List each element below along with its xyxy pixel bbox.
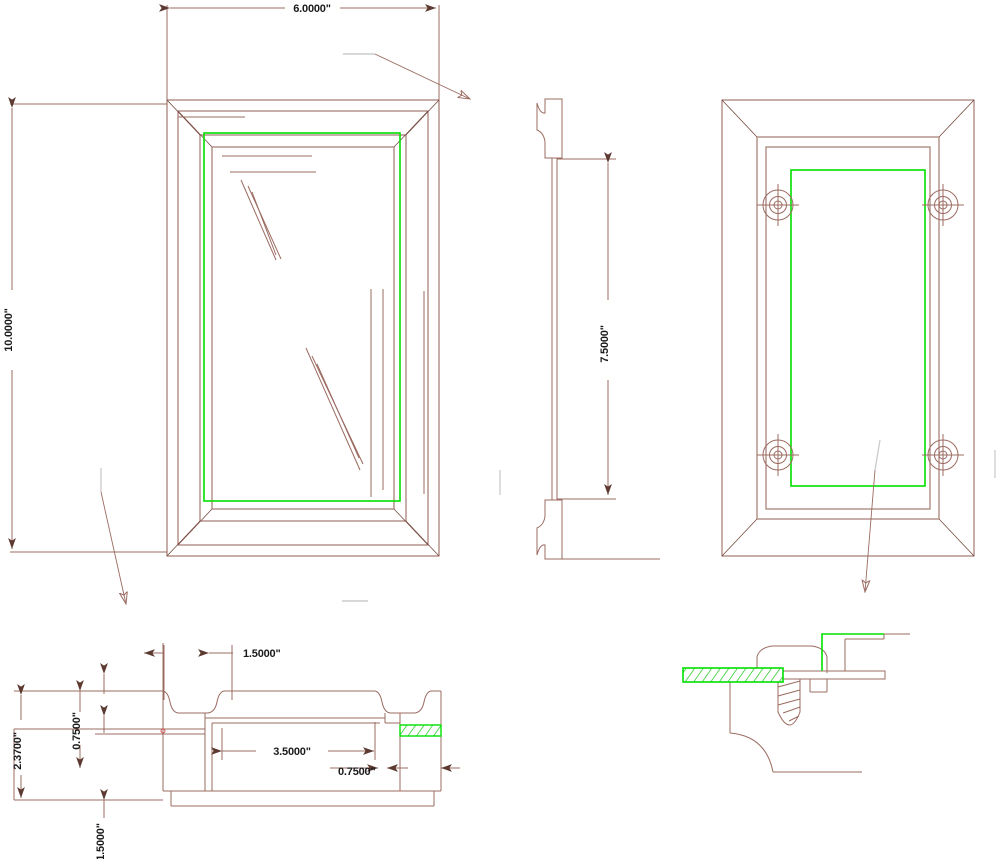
dim-section-inner-width: 3.5000" — [211, 722, 376, 760]
back-mitre-lines — [721, 99, 975, 557]
dim-front-height: 10.0000" — [3, 97, 16, 549]
dim-section-inner-width-label: 3.5000" — [273, 746, 310, 758]
front-bevel-accents — [178, 116, 425, 497]
dim-side-height-label: 7.5000" — [599, 325, 611, 362]
screw-crosshair-icon[interactable] — [756, 183, 800, 227]
back-glass-outline — [790, 169, 926, 487]
screw-detail-glass-edge — [821, 633, 884, 671]
dim-front-width: 6.0000" — [159, 3, 436, 15]
front-view: 6.0000" 10.0000" — [3, 3, 470, 604]
section-origin-marker — [160, 728, 166, 734]
dim-section-lip-width-label: 0.7500" — [338, 766, 375, 778]
dim-section-lip-width: 0.7500" — [330, 764, 460, 778]
front-glass-outline — [203, 132, 401, 502]
front-reflection-streaks — [240, 179, 364, 471]
dim-front-height-label: 10.0000" — [3, 308, 15, 351]
screw-detail-glass-hatch — [682, 667, 784, 683]
dim-section-base-height-label: 1.5000" — [95, 823, 107, 859]
dim-section-total-height: 2.3700" — [12, 684, 25, 798]
screw-detail-view — [682, 633, 910, 773]
screw-crosshair-icon[interactable] — [921, 433, 965, 477]
dim-section-base-height: 1.5000" — [95, 789, 108, 859]
section-profile-outline — [13, 643, 442, 807]
section-view: 1.5000" — [12, 643, 460, 859]
side-profile-outline — [536, 98, 563, 560]
front-bottom-left-leader[interactable] — [100, 468, 126, 604]
dim-side-height: 7.5000" — [599, 152, 612, 495]
dim-section-rabbet-height: 0.7500" — [71, 680, 84, 768]
front-extension-lines — [10, 5, 440, 553]
screw-crosshair-icon[interactable] — [921, 183, 965, 227]
back-fastener-group — [756, 183, 965, 477]
dim-section-rabbet-height-label: 0.7500" — [71, 712, 83, 749]
dim-section-total-height-label: 2.3700" — [12, 732, 24, 769]
back-view — [721, 99, 996, 592]
dim-section-top-offset-label: 1.5000" — [243, 648, 280, 660]
front-mitre-lines — [166, 99, 440, 557]
dim-front-width-label: 6.0000" — [293, 3, 330, 15]
screw-crosshair-icon[interactable] — [756, 433, 800, 477]
screw-detail-outline — [729, 633, 910, 773]
section-glass-hatch — [399, 724, 442, 737]
front-top-leader[interactable] — [343, 53, 470, 99]
front-frame-outline — [166, 99, 440, 557]
side-view: 7.5000" — [499, 98, 660, 560]
back-bottom-leader[interactable] — [865, 439, 881, 592]
back-frame-outline — [721, 99, 975, 557]
